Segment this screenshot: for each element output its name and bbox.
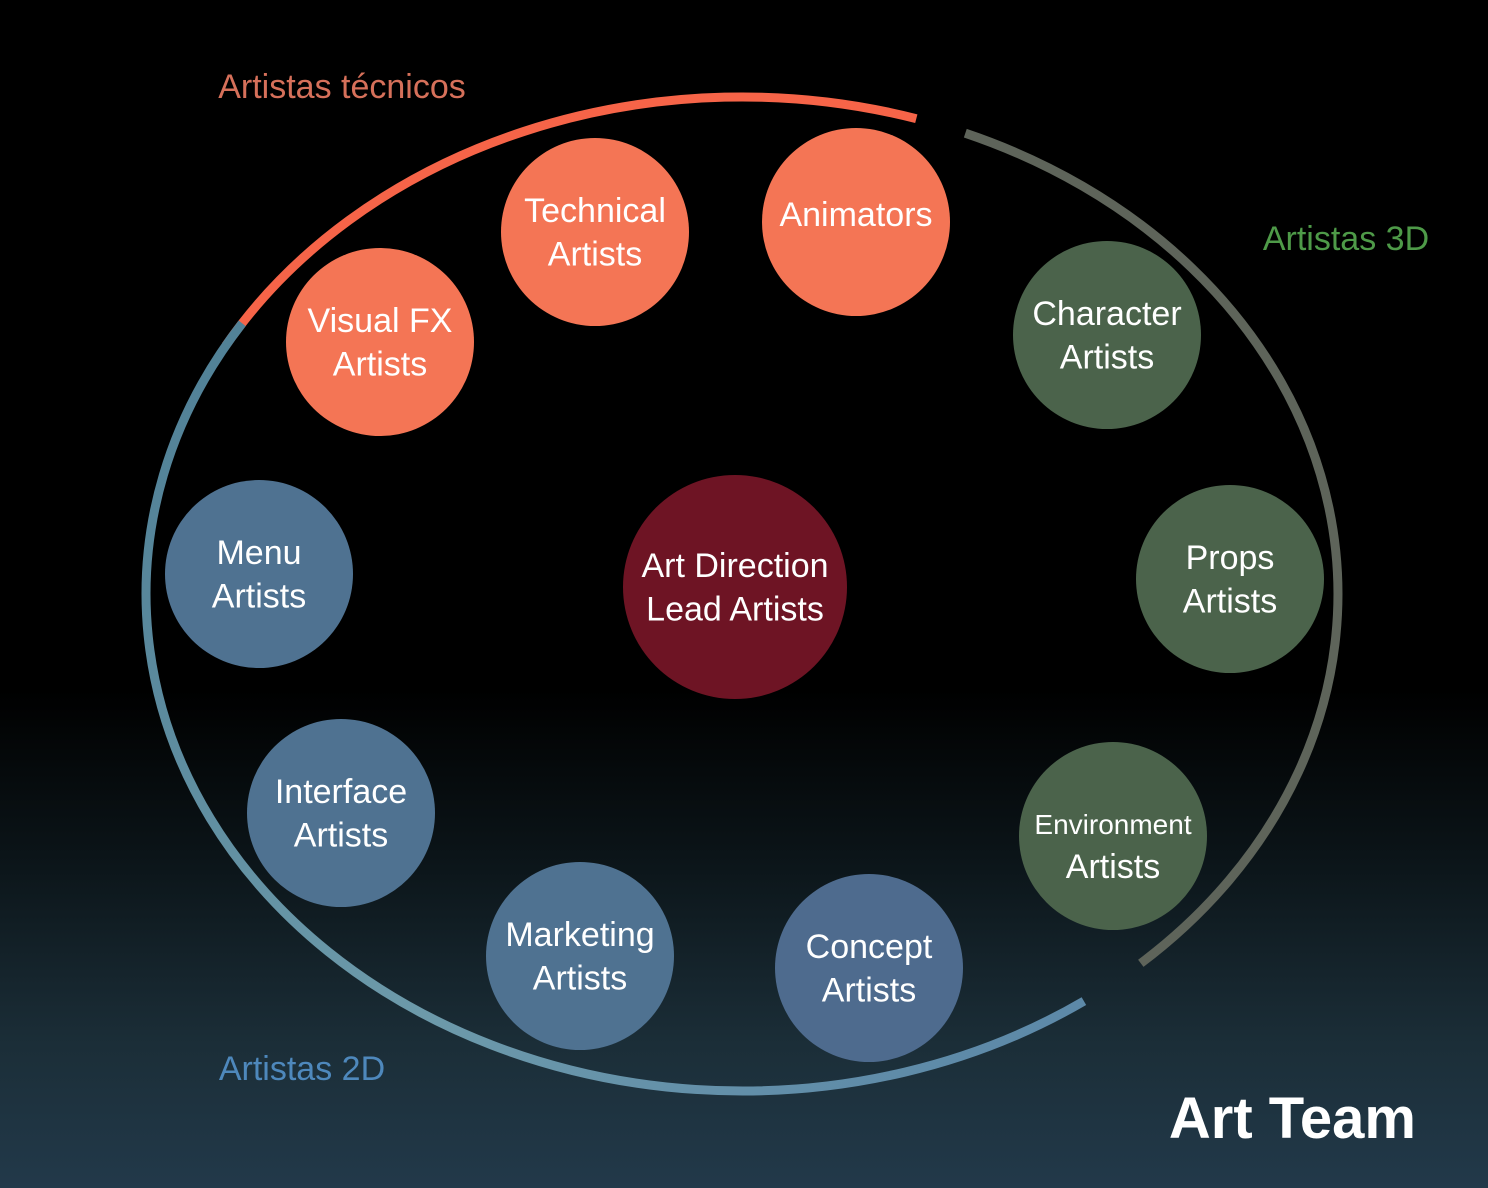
node-label-line: Environment: [1034, 809, 1191, 840]
node-circle: [762, 128, 950, 316]
node-circle: [1013, 241, 1201, 429]
node-label-line: Visual FX: [308, 302, 453, 340]
node-animators: Animators: [762, 128, 950, 316]
node-visual-fx-artists: Visual FX Artists: [286, 248, 474, 436]
node-circle: [775, 874, 963, 1062]
node-label-line: Concept: [806, 928, 933, 966]
group-arcs: [141, 92, 1343, 1096]
node-label-line: Interface: [275, 773, 407, 811]
node-label-line: Artists: [333, 346, 427, 384]
arc-3d: [963, 128, 1343, 967]
node-label-line: Props: [1186, 539, 1275, 577]
page-title: Art Team: [1168, 1086, 1416, 1151]
node-label-line: Artists: [1060, 339, 1154, 377]
node-label-line: Technical: [524, 192, 666, 230]
node-label-line: Marketing: [505, 916, 654, 954]
node-label-line: Art Direction: [641, 547, 828, 585]
center-circle: [623, 475, 847, 699]
node-label-line: Artists: [548, 236, 642, 274]
group-label: Artistas técnicos: [218, 68, 466, 106]
arc-2d: [141, 320, 1087, 1096]
node-label-line: Artists: [1066, 848, 1160, 886]
node-label-line: Artists: [822, 972, 916, 1010]
node-label-line: Character: [1032, 295, 1181, 333]
node-circle: [486, 862, 674, 1050]
node-circle: [501, 138, 689, 326]
node-label-line: Artists: [294, 817, 388, 855]
node-label-line: Menu: [216, 534, 301, 572]
node-label-line: Artists: [533, 960, 627, 998]
node-label-line: Artists: [1183, 583, 1277, 621]
node-label-line: Lead Artists: [646, 591, 824, 629]
node-label-line: Animators: [779, 196, 932, 234]
group-label: Artistas 3D: [1263, 220, 1429, 258]
node-circle: [1136, 485, 1324, 673]
node-circle: [165, 480, 353, 668]
node-circle: [1019, 742, 1207, 930]
group-label: Artistas 2D: [219, 1050, 385, 1088]
node-circle: [247, 719, 435, 907]
arc-technical: [222, 92, 918, 349]
node-label-line: Artists: [212, 578, 306, 616]
node-circle: [286, 248, 474, 436]
